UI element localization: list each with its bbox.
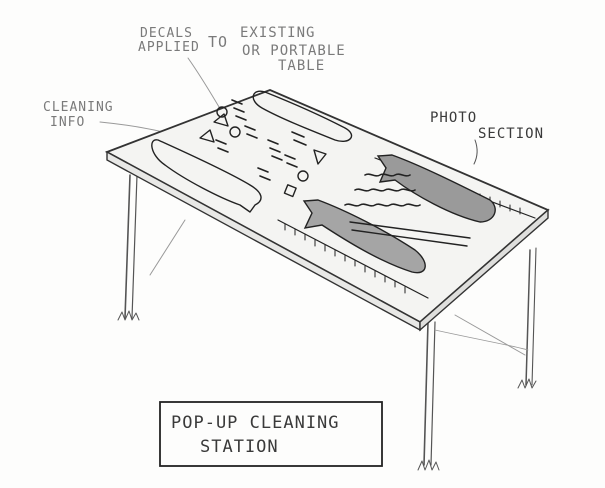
triangle-icon: [313, 149, 327, 165]
square-icon: [283, 184, 297, 198]
cleaning-label-line2: INFO: [50, 115, 85, 130]
circle-icon: [229, 126, 241, 138]
decals-label-line1: DECALS: [140, 26, 193, 41]
lines-icon: [284, 154, 298, 168]
leg-front-left: [124, 174, 131, 319]
circle-icon: [297, 170, 309, 182]
lines-icon: [244, 125, 258, 139]
leg-back-right: [525, 249, 531, 386]
lines-icon: [291, 131, 307, 146]
lines-icon: [231, 99, 247, 121]
photo-label-line1: PHOTO: [430, 110, 477, 126]
table-legs: [117, 174, 537, 471]
photo-section-decals: [277, 154, 536, 299]
table-side-edge: [419, 208, 549, 332]
leg-front-right: [423, 321, 429, 466]
grass-tuft-left: [117, 310, 140, 321]
existing-label-line2: OR PORTABLE: [242, 43, 346, 59]
decals-leader-line: [187, 57, 223, 113]
triangle-icon: [213, 113, 229, 127]
decals-label-line2: APPLIED: [138, 40, 200, 55]
photo-label-line2: SECTION: [478, 126, 544, 142]
lines-icon: [257, 167, 271, 181]
sign-frame: [159, 401, 383, 467]
ruler-icon: [277, 219, 429, 299]
sign-title-line2: STATION: [200, 437, 279, 457]
triangle-icon: [199, 129, 215, 143]
decals-label-to: TO: [208, 33, 228, 51]
circle-icon: [216, 106, 228, 118]
lines-icon: [267, 139, 283, 161]
fish-icon: [376, 154, 496, 223]
existing-label-line3: TABLE: [278, 58, 325, 74]
fish-icon: [302, 199, 426, 274]
leg-brace-right: [454, 314, 526, 356]
lines-icon: [215, 139, 229, 153]
cleaning-annotation: CLEANING INFO: [43, 100, 186, 139]
decals-annotation: DECALS APPLIED TO EXISTING OR PORTABLE T…: [138, 25, 346, 113]
station-sign: POP-UP CLEANING STATION: [159, 401, 383, 467]
cleaning-decals: [151, 90, 353, 213]
fish-outline-icon: [252, 90, 353, 142]
photo-annotation: PHOTO SECTION: [430, 110, 544, 165]
existing-label-line1: EXISTING: [240, 25, 315, 41]
lines-icon: [364, 173, 411, 177]
leg-brace-left: [149, 219, 186, 276]
sign-title-line1: POP-UP CLEANING: [171, 413, 340, 433]
grass-tuft-back: [517, 378, 537, 389]
grass-tuft-right: [417, 459, 440, 471]
cleaning-label-line1: CLEANING: [43, 100, 114, 115]
photo-leader-line: [473, 139, 478, 165]
fish-outline-icon: [151, 139, 262, 213]
